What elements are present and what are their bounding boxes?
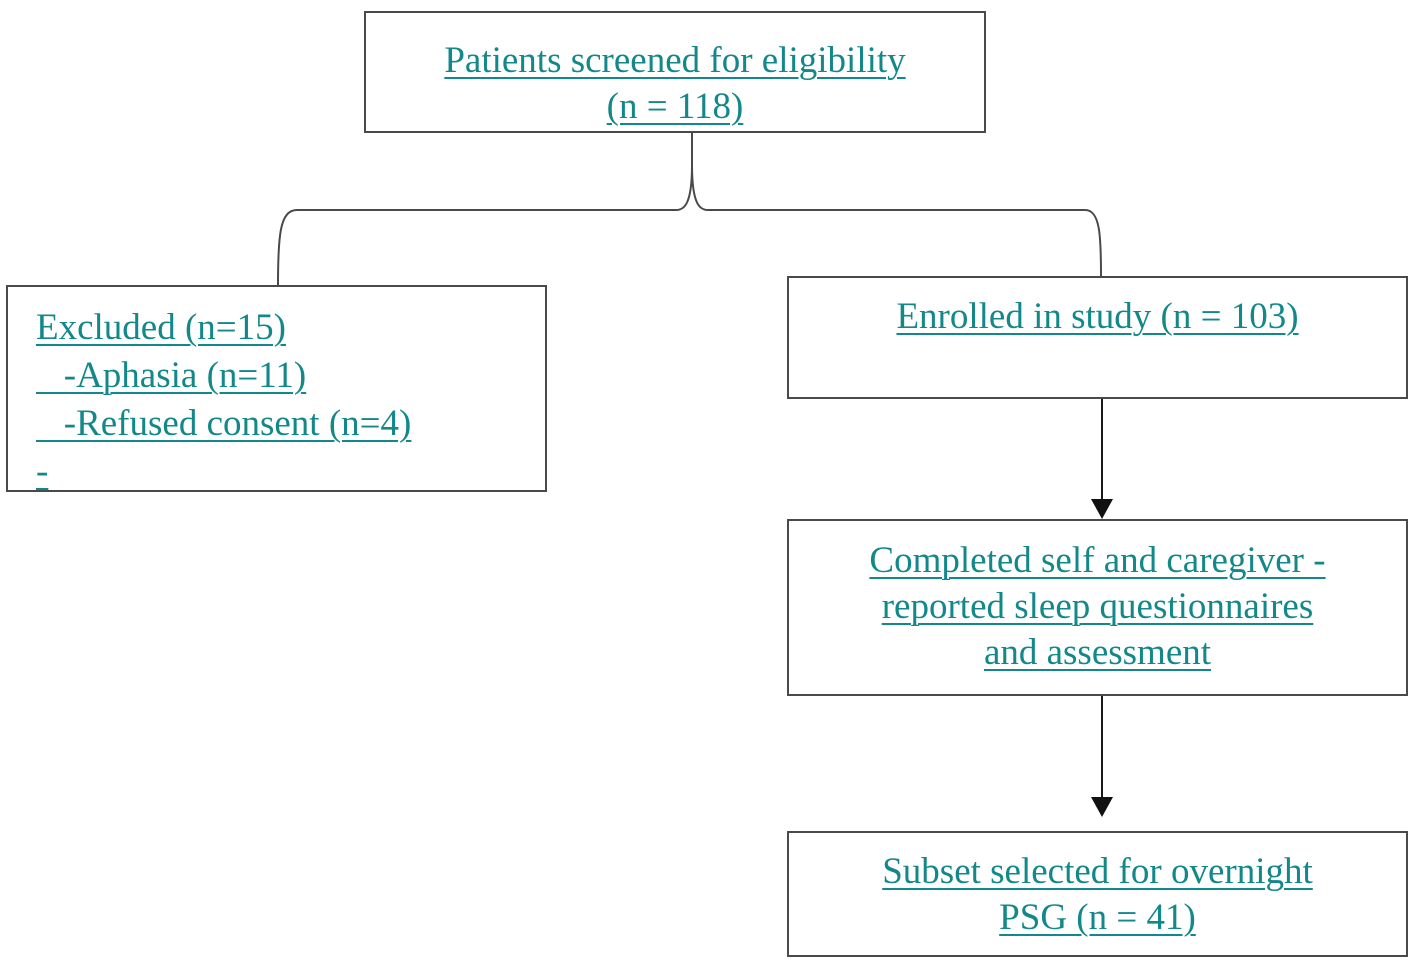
node-text-line[interactable]: -Aphasia (n=11) xyxy=(36,355,307,396)
node-text-line[interactable]: reported sleep questionnaires xyxy=(881,586,1314,627)
node-text-line[interactable]: Enrolled in study (n = 103) xyxy=(896,296,1299,337)
node-text-line[interactable]: (n = 118) xyxy=(606,86,744,127)
node-text-line[interactable]: PSG (n = 41) xyxy=(999,897,1196,938)
node-text-line[interactable]: Excluded (n=15) xyxy=(36,307,286,348)
node-screened: Patients screened for eligibility (n = 1… xyxy=(364,11,986,133)
node-subset: Subset selected for overnight PSG (n = 4… xyxy=(787,831,1408,957)
node-completed: Completed self and caregiver - reported … xyxy=(787,519,1408,696)
node-text-line[interactable]: Patients screened for eligibility xyxy=(444,40,906,81)
brace-connector-right xyxy=(691,164,1102,277)
arrowhead-icon xyxy=(1091,797,1113,817)
node-text-line[interactable]: -Refused consent (n=4) xyxy=(36,403,412,444)
node-text-line[interactable]: and assessment xyxy=(983,632,1212,673)
arrowhead-icon xyxy=(1091,499,1113,519)
node-enrolled: Enrolled in study (n = 103) xyxy=(787,276,1408,399)
node-text-line[interactable]: - xyxy=(36,451,49,492)
brace-connector xyxy=(277,133,693,286)
node-text-line[interactable]: Completed self and caregiver - xyxy=(869,540,1326,581)
node-excluded: Excluded (n=15) -Aphasia (n=11) -Refused… xyxy=(6,285,547,492)
node-text-line[interactable]: Subset selected for overnight xyxy=(882,851,1313,892)
